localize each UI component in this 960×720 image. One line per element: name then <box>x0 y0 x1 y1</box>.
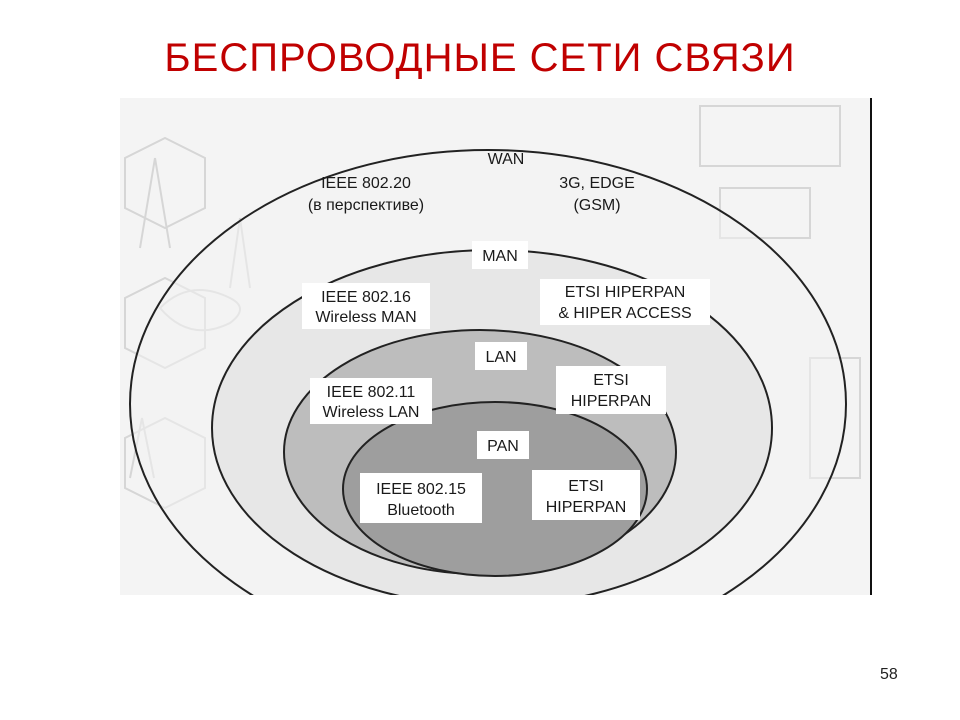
pan-left-box <box>360 473 482 523</box>
lan-left-line1: IEEE 802.11 <box>327 384 416 401</box>
wan-left-line1: IEEE 802.20 <box>321 175 411 192</box>
man-left-line1: IEEE 802.16 <box>321 289 411 306</box>
lan-right-box <box>556 366 666 414</box>
man-right-box <box>540 279 710 325</box>
man-right-line1: ETSI HIPERPAN <box>565 284 686 301</box>
pan-label: PAN <box>487 438 519 455</box>
man-left-box <box>302 283 430 329</box>
man-right-line2: & HIPER ACCESS <box>558 305 691 322</box>
lan-left-line2: Wireless LAN <box>323 404 420 421</box>
pan-left-line1: IEEE 802.15 <box>376 481 466 498</box>
lan-label-box <box>475 342 527 370</box>
lan-left-box <box>310 378 432 424</box>
wan-right-line1: 3G, EDGE <box>559 175 635 192</box>
figure-border-line <box>870 98 872 595</box>
wan-label: WAN <box>488 151 525 168</box>
wan-left-line2: (в перспективе) <box>308 197 424 214</box>
slide-title: БЕСПРОВОДНЫЕ СЕТИ СВЯЗИ <box>164 36 796 80</box>
lan-right-line1: ETSI <box>593 372 629 389</box>
pan-right-line2: HIPERPAN <box>546 499 627 516</box>
pan-ellipse <box>342 401 648 577</box>
pan-label-box <box>477 431 529 459</box>
lan-label: LAN <box>485 349 516 366</box>
man-label-box <box>472 241 528 269</box>
page-number: 58 <box>880 666 898 683</box>
pan-right-box <box>532 470 640 520</box>
pan-left-line2: Bluetooth <box>387 502 455 519</box>
lan-right-line2: HIPERPAN <box>571 393 652 410</box>
pan-right-line1: ETSI <box>568 478 604 495</box>
wan-right-line2: (GSM) <box>573 197 620 214</box>
man-label: MAN <box>482 248 518 265</box>
network-diagram: WAN IEEE 802.20 (в перспективе) 3G, EDGE… <box>120 98 872 595</box>
man-left-line2: Wireless MAN <box>315 309 416 326</box>
